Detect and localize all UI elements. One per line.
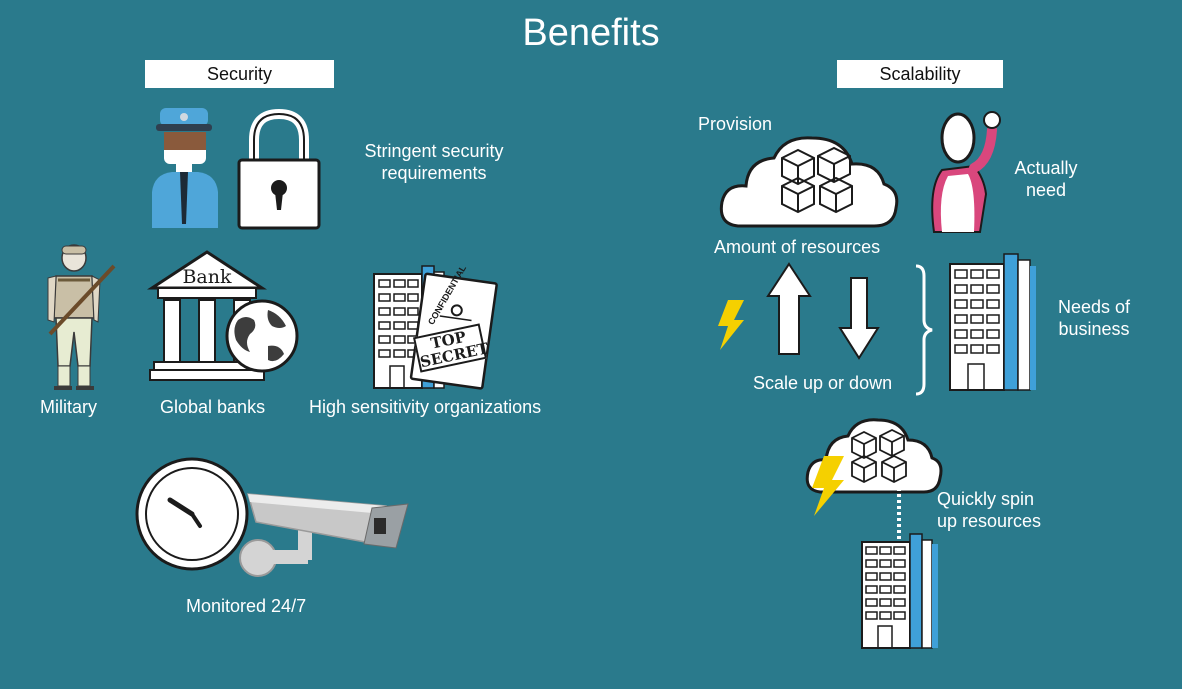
scalability-header: Scalability <box>837 60 1003 88</box>
curly-brace-icon <box>915 264 933 396</box>
scale-up-arrow-icon <box>766 262 812 355</box>
actually-need-line-2: need <box>1025 180 1067 200</box>
scale-up-down-label: Scale up or down <box>753 373 893 393</box>
needs-line-1: Needs of <box>1057 297 1131 317</box>
cloud-resources-icon <box>719 136 899 228</box>
quickly-spin-label: Quickly spin up resources <box>937 488 1041 532</box>
security-header: Security <box>145 60 334 88</box>
high-sensitivity-label: High sensitivity organizations <box>309 397 542 417</box>
globe-icon <box>225 299 299 373</box>
cloud-resources-icon <box>805 418 943 494</box>
clock-icon <box>135 457 249 571</box>
office-building-icon <box>861 533 938 649</box>
security-camera-icon <box>239 493 409 577</box>
person-raising-hand-icon <box>931 111 1001 233</box>
scale-down-arrow-icon <box>838 277 880 360</box>
soldier-icon <box>47 244 116 390</box>
provision-label: Provision <box>698 114 773 134</box>
needs-of-business-label: Needs of business <box>1046 296 1142 340</box>
quickly-line-1: Quickly spin <box>937 489 1035 509</box>
stringent-security-text: Stringent security requirements <box>364 141 504 183</box>
police-officer-icon <box>152 108 218 228</box>
stringent-security-label: Stringent security requirements <box>340 140 528 184</box>
office-building-icon <box>949 253 1036 391</box>
global-banks-label: Global banks <box>160 397 266 417</box>
monitored-label: Monitored 24/7 <box>186 596 307 616</box>
quickly-line-2: up resources <box>937 511 1042 531</box>
bank-sign-text: Bank <box>182 266 232 288</box>
lightning-icon <box>812 456 844 516</box>
actually-need-label: Actually need <box>1006 157 1086 201</box>
page-title: Benefits <box>522 12 660 54</box>
military-label: Military <box>40 397 97 417</box>
lightning-icon <box>718 300 744 350</box>
amount-resources-label: Amount of resources <box>714 237 881 257</box>
padlock-icon <box>237 108 321 230</box>
actually-need-line-1: Actually <box>1014 158 1078 178</box>
needs-line-2: business <box>1058 319 1130 339</box>
